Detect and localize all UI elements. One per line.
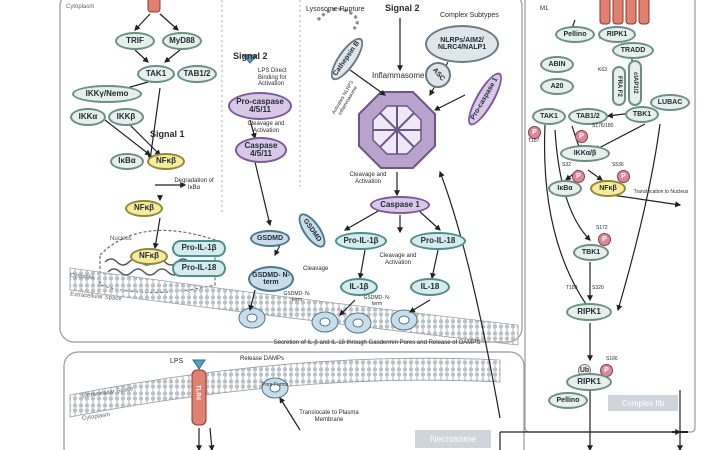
region-nucleus: Nucleus [110,236,132,242]
m1-label: M1 [540,6,549,12]
phospho-badge-t187: P [528,126,541,139]
lubac-node: LUBAC [650,94,690,111]
fra-f2-node: FRA F2 [612,66,626,106]
abin-node: ABIN [540,56,574,73]
lps-triangle [241,54,259,64]
gsdmd-nterm-node: GSDMD- N-term [248,266,294,292]
ikka-node: IKKα [70,108,106,126]
lysosome-rupture-label: Lysosome Rupture [306,6,365,13]
nfkb-right-node: NFκβ [590,180,626,197]
gsdmd-nterm-small-1: GSDMD- N-term [283,291,311,303]
caspase-1-node: Caspase 1 [370,196,430,214]
complex-iib-box: Complex IIb [608,395,678,411]
ripk1-top-node: RIPK1 [598,26,636,43]
gsdmd-node-a: GSDMD [250,230,290,247]
secretion-note: Secretion of IL-β and IL-18 through Gasd… [273,340,481,346]
ikba-node: IκBα [110,153,144,170]
pro-caspase-4-5-11-node: Pro-caspase 4/5/11 [228,92,292,120]
signal2-center-title: Signal 2 [385,3,420,13]
pellino-top-node: Pellino [555,26,595,43]
ikka-b-node: IKKα/β [560,145,610,162]
translocation-nucleus-note: Translocation to Nucleus [633,189,689,195]
pore-forms-label: Pore Forms [262,382,289,388]
release-damps-label: Release DAMPs [240,356,285,362]
upper-cell-frame [59,0,523,343]
lower-cell-frame [63,351,525,450]
signal1-label: Signal 1 [150,129,185,139]
il1b-node: IL-1β [340,278,378,296]
il18-node: IL-18 [410,278,450,296]
necrosome-box: Necrosome [415,430,491,448]
s536-label: S536 [612,162,624,168]
ripk1-complex-node: RIPK1 [566,373,612,391]
phospho-badge-s172: P [598,233,611,246]
tlr4-label: TLR4 [194,385,201,400]
ikkb-node: IKKβ [108,108,144,126]
s172-label: S172 [596,225,608,231]
cleavage-activation-il: Cleavage and Activation [379,253,417,266]
k63-label: K63 [598,67,607,73]
caspase-4-5-11-node: Caspase 4/5/11 [235,137,287,163]
phospho-badge-ikk: P [575,130,588,143]
ub-text: Ub [579,367,590,374]
tbk1-lower-node: TBK1 [573,244,609,261]
phospho-badge-s536: P [617,170,630,183]
tlr4-receptor [191,359,207,426]
tlr-receptor-top [147,0,161,13]
tak1-node: TAK1 [137,65,175,83]
region-cytoplasm: Cytoplasm [66,4,95,10]
t189-label: T189 [566,285,578,291]
pro-il18-node: Pro-IL-18 [410,232,466,250]
lps-direct-binding-note: LPS Direct Binding for Activation [258,68,287,88]
translocate-membrane-note: Translocate to Plasma Membrane [299,410,359,423]
trif-node: TRIF [115,32,155,50]
nlrps-aim2-node: NLRPs/AIM2/ NLRC4/NALP1 [425,25,499,63]
s166-label: S166 [606,356,618,362]
lysosome [316,7,359,32]
myd88-node: MyD88 [162,32,202,50]
gsdmd-nterm-small-2: GSDMD- N-term [363,295,391,307]
ciap12-node: cIAP1/2 [628,60,642,106]
pro-il1b-node: Pro-IL-1β [335,232,387,250]
ripk1-node: RIPK1 [566,303,612,321]
pro-il1b-nucleus-node: Pro-IL-1β [172,240,226,257]
gasdermin-pore-4 [390,309,418,331]
cleavage-label: Cleavage [303,266,329,272]
signal2-left-title: Signal 2 [233,51,268,61]
complex-subtypes-label: Complex Subtypes [440,12,499,19]
tab12-node: TAB1/2 [177,65,217,83]
gasdermin-pore-3 [344,312,372,334]
ikky-nemo-node: IKKγ/Nemo [72,85,142,103]
nfkb-translocating-node: NFκβ [125,200,163,217]
inflammasome-label: Inflammasome [372,71,425,80]
gasdermin-pore-2 [311,311,339,333]
tradd-node: TRADD [612,42,654,59]
cleavage-activation-note-left: Cleavage and Activation [247,121,285,134]
ikba-right-node: IκBα [548,180,582,197]
lps-lower-label: LPS [170,358,184,365]
pro-il18-nucleus-node: Pro-IL-18 [172,260,226,277]
tak1-right-node: TAK1 [532,108,566,125]
tab12-right-node: TAB1/2 [568,108,608,125]
nfkb-cytoplasm-node: NFκβ [147,153,185,170]
plasma-membrane-upper [69,267,519,346]
pellino-node: Pellino [548,392,588,409]
degradation-note: Degradation of IκBα [174,178,214,191]
s32-label: S32 [562,162,571,168]
t187-label: T187 [528,138,540,144]
nfkb-nucleus-node: NFκβ [130,248,168,265]
gasdermin-pore-5 [261,377,289,399]
s176-label: S176/180 [592,123,614,129]
gasdermin-pore-1 [238,307,266,329]
s320-label: S320 [592,285,604,291]
tnf-receptor-cluster [599,0,650,25]
cleavage-activation-center: Cleavage and Activation [349,172,387,185]
inflammasome-complex [358,91,436,169]
tbk1-right-node: TBK1 [625,106,659,123]
a20-node: A20 [540,78,574,95]
